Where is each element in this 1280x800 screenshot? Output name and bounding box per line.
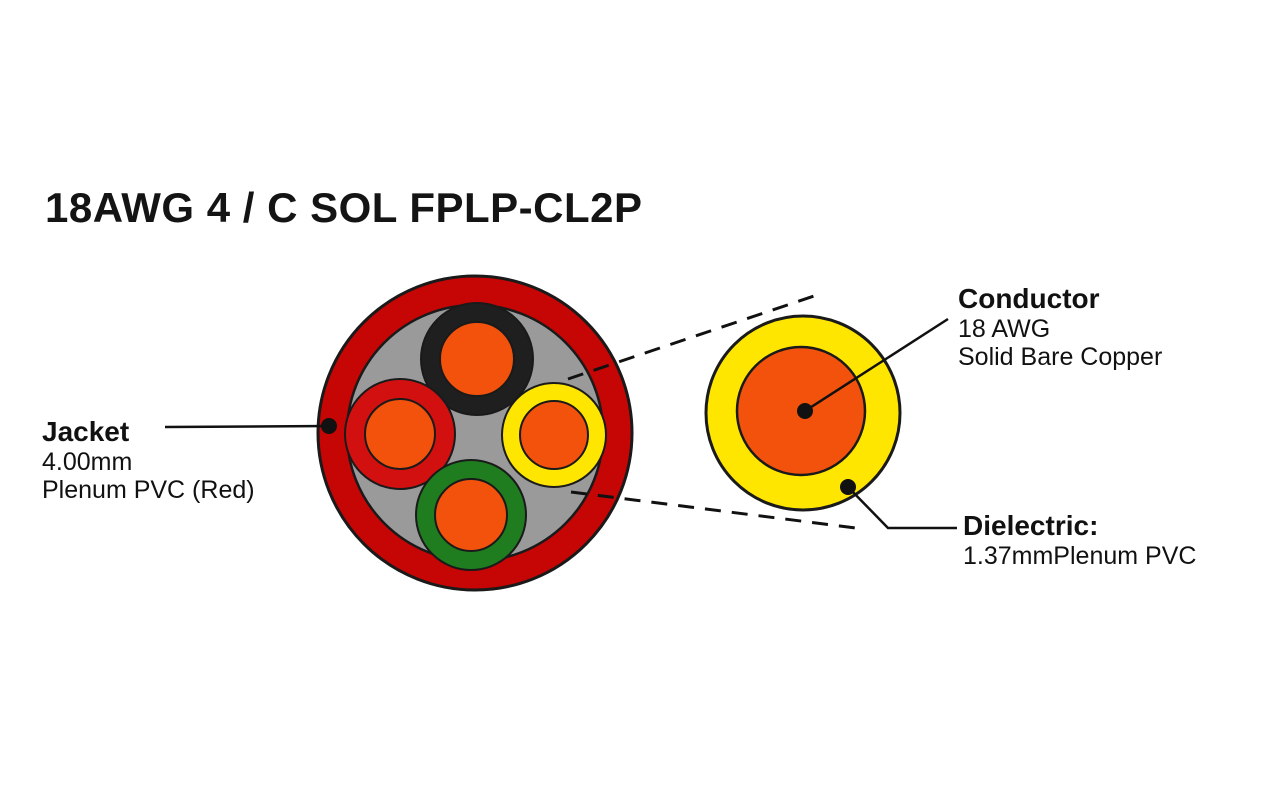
conductor-callout-dot xyxy=(797,403,813,419)
conductor-callout: Conductor 18 AWG Solid Bare Copper xyxy=(958,283,1162,371)
conductor-gauge: 18 AWG xyxy=(958,315,1051,343)
copper-core xyxy=(439,321,515,397)
copper-core xyxy=(519,400,589,470)
cable-cross-section xyxy=(316,274,634,592)
conductor-red xyxy=(344,378,456,490)
zoom-guide-lines xyxy=(567,291,857,530)
leader-dots xyxy=(321,403,856,495)
leader-lines xyxy=(164,317,957,530)
conductor-green xyxy=(415,459,527,571)
copper-core xyxy=(364,398,436,470)
dielectric-callout: Dielectric: 1.37mmPlenum PVC xyxy=(963,510,1196,570)
conductor-callout-heading: Conductor xyxy=(958,283,1100,314)
dielectric-callout-dot xyxy=(840,479,856,495)
conductor-black xyxy=(420,302,534,416)
zoom-guide-bottom xyxy=(570,490,857,530)
copper-core xyxy=(434,478,508,552)
jacket-callout: Jacket 4.00mm Plenum PVC (Red) xyxy=(42,416,255,504)
dielectric-callout-heading: Dielectric: xyxy=(963,510,1099,541)
diagram-title: 18AWG 4 / C SOL FPLP-CL2P xyxy=(45,184,643,231)
jacket-leader-line xyxy=(164,424,330,429)
jacket-material: Plenum PVC (Red) xyxy=(42,476,255,504)
zoom-guide-top xyxy=(567,291,824,381)
dielectric-spec: 1.37mmPlenum PVC xyxy=(963,542,1197,570)
jacket-thickness: 4.00mm xyxy=(42,448,133,476)
jacket-callout-dot xyxy=(321,418,337,434)
dielectric-leader-line xyxy=(847,486,957,530)
jacket-callout-heading: Jacket xyxy=(42,416,130,447)
conductor-yellow xyxy=(501,382,607,488)
conductor-leader-line xyxy=(804,317,949,413)
conductor-material: Solid Bare Copper xyxy=(958,343,1163,371)
